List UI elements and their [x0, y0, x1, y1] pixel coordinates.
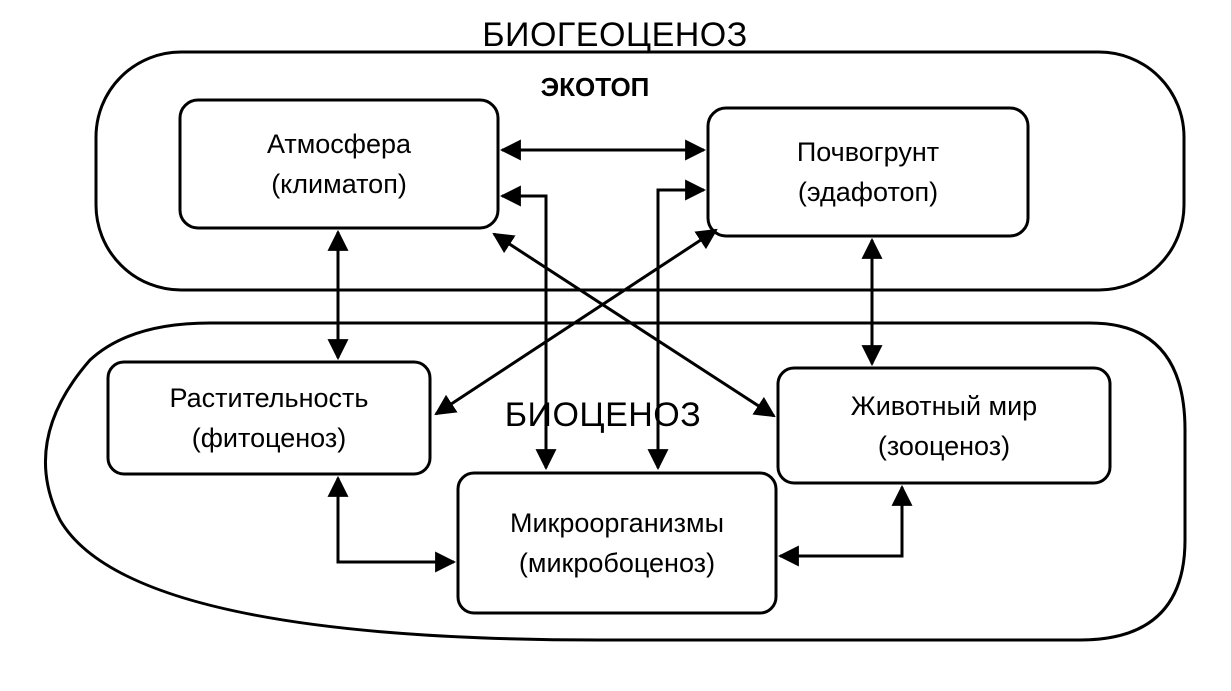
microorganisms-term: (микробоценоз): [518, 548, 716, 578]
atmosphere-box: [178, 98, 500, 230]
biocenosis-region: [43, 321, 1187, 642]
biocenosis-label: БИОЦЕНОЗ: [504, 396, 702, 434]
soil-box: [706, 106, 1030, 238]
vegetation-label: Растительность (фитоценоз): [108, 378, 430, 458]
diagram-title: БИОГЕОЦЕНОЗ: [482, 16, 748, 54]
soil-label: Почвогрунт (эдафотоп): [708, 132, 1028, 212]
microorganisms-name: Микроорганизмы: [509, 508, 725, 538]
arrow-soil-vegetation: [434, 228, 718, 416]
atmosphere-term: (климатоп): [271, 169, 407, 199]
animals-box: [776, 366, 1112, 485]
arrow-vegetation-microorganisms: [327, 475, 457, 573]
vegetation-box: [106, 360, 432, 476]
microorganisms-box: [456, 471, 778, 615]
atmosphere-label: Атмосфера (климатоп): [180, 124, 498, 204]
microorganisms-label: Микроорганизмы (микробоценоз): [458, 503, 776, 583]
arrow-animals-microorganisms: [777, 484, 913, 567]
atmosphere-name: Атмосфера: [266, 129, 412, 159]
animals-term: (зооценоз): [877, 431, 1011, 461]
arrow-atmosphere-animals: [492, 232, 776, 418]
ecotope-label: ЭКОТОП: [540, 72, 650, 102]
animals-name: Животный мир: [850, 391, 1038, 421]
vegetation-term: (фитоценоз): [191, 423, 347, 453]
soil-name: Почвогрунт: [796, 137, 940, 167]
vegetation-name: Растительность: [169, 383, 369, 413]
soil-term: (эдафотоп): [797, 177, 939, 207]
animals-label: Животный мир (зооценоз): [778, 386, 1110, 466]
